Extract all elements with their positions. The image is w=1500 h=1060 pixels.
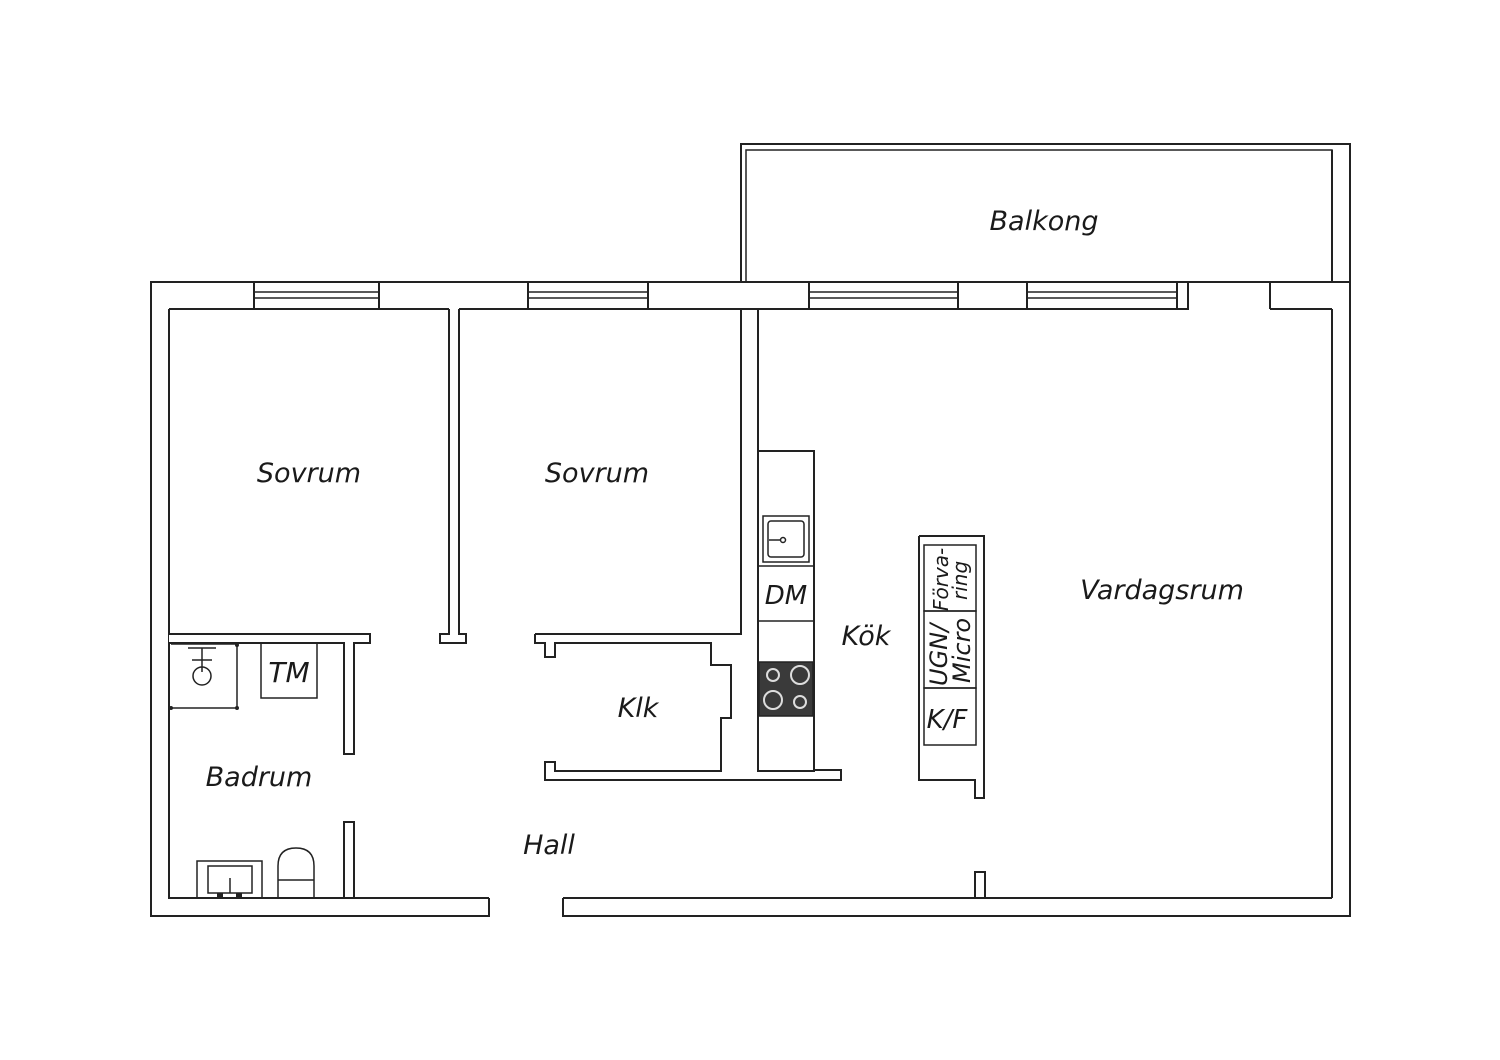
fridge-freezer-label: K/F [927,705,969,735]
washing-machine-label: TM [268,656,309,689]
stove [758,661,814,717]
toilet [277,847,315,898]
storage-label-2: ring [948,561,972,600]
washing-machine [260,642,318,699]
kitchen-sink [762,515,810,563]
room-label-living-room: Vardagsrum [1080,575,1244,606]
room-label-closet: Klk [618,693,660,724]
room-label-kitchen: Kök [842,621,892,652]
oven-micro-label-1: UGN/ [925,621,953,686]
room-label-balcony: Balkong [990,206,1099,237]
storage-label-1: Förva- [929,548,953,611]
oven-micro-label-2: Micro [948,618,976,683]
dishwasher-label: DM [765,581,807,611]
room-label-bedroom-2: Sovrum [545,458,649,489]
room-label-hall: Hall [523,830,575,861]
windows [253,281,1178,310]
shower [169,643,239,710]
room-label-bedroom-1: Sovrum [257,458,361,489]
island-fixtures [923,544,977,746]
room-label-bathroom: Badrum [206,762,313,793]
interior-walls [169,308,986,899]
bathroom-sink [196,860,263,899]
